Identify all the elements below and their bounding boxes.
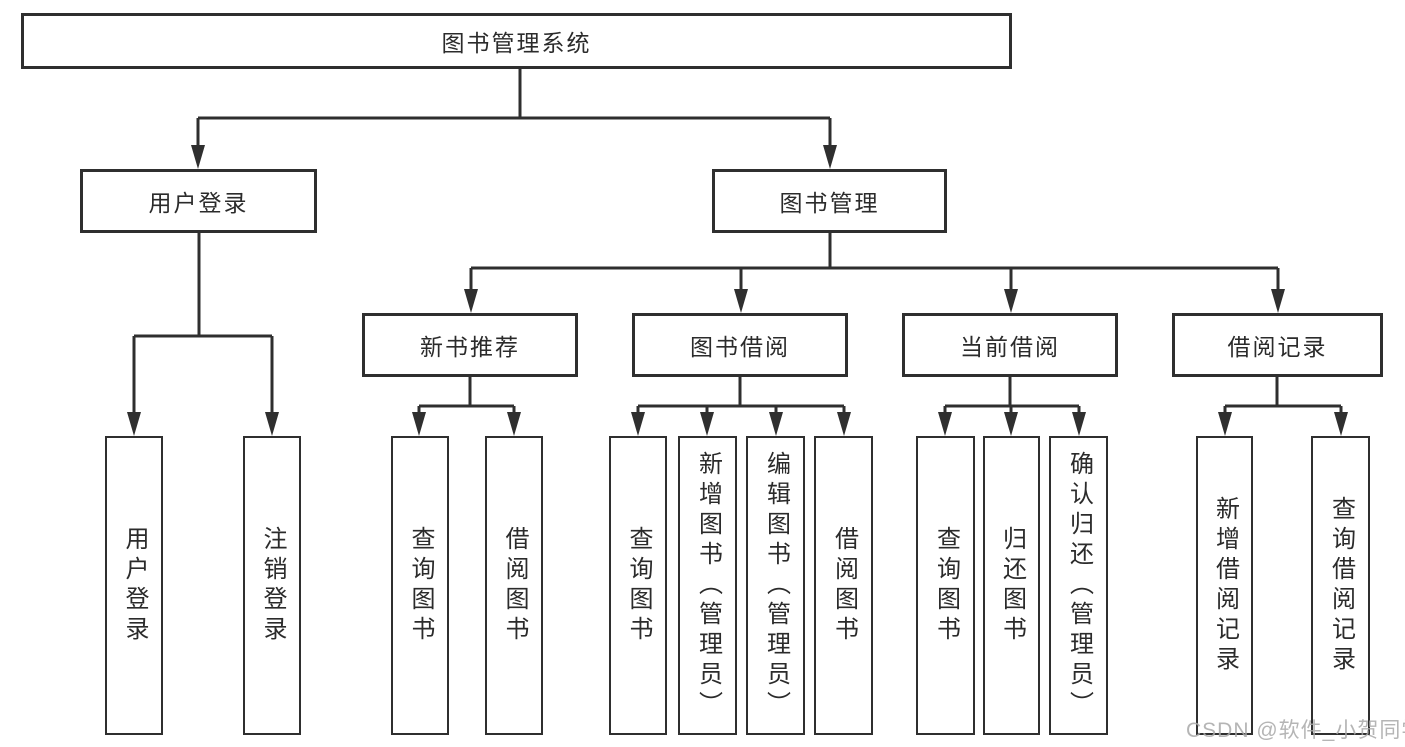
leaf-borrow-books-2: 借阅图书 (814, 436, 873, 735)
node-label: 借阅图书 (501, 525, 528, 646)
node-label: 用户登录 (121, 525, 148, 646)
node-label: 新书推荐 (420, 334, 520, 360)
node-label: 新增借阅记录 (1211, 495, 1239, 676)
leaf-query-books-1: 查询图书 (391, 436, 449, 735)
leaf-confirm-return-admin: 确认归还（管理员） (1049, 436, 1108, 735)
csdn-watermark: CSDN @软件_小贺同学 (1186, 719, 1405, 742)
node-label: 查询图书 (932, 525, 960, 646)
node-label: 借阅图书 (830, 525, 858, 646)
leaf-borrow-books-1: 借阅图书 (485, 436, 543, 735)
node-label: 新增图书（管理员） (694, 450, 722, 721)
arrowheads (127, 145, 1348, 436)
leaf-add-book-admin: 新增图书（管理员） (678, 436, 737, 735)
node-user-login-branch: 用户登录 (80, 169, 317, 233)
node-book-management-branch: 图书管理 (712, 169, 947, 233)
leaf-return-book: 归还图书 (983, 436, 1040, 735)
node-label: 图书管理 (779, 190, 880, 216)
node-new-book-recommendation: 新书推荐 (362, 313, 578, 377)
leaf-edit-book-admin: 编辑图书（管理员） (746, 436, 805, 735)
node-label: 查询图书 (625, 525, 652, 646)
leaf-logout: 注销登录 (243, 436, 301, 735)
leaf-query-books-2: 查询图书 (609, 436, 667, 735)
node-label: 归还图书 (998, 525, 1026, 646)
node-label: 注销登录 (259, 525, 286, 646)
connector-lines (132, 69, 1343, 414)
leaf-query-borrow-record: 查询借阅记录 (1311, 436, 1370, 735)
node-current-borrowing: 当前借阅 (902, 313, 1118, 377)
node-book-borrowing: 图书借阅 (632, 313, 848, 377)
node-label: 查询借阅记录 (1327, 495, 1355, 676)
node-label: 当前借阅 (960, 334, 1060, 360)
node-label: 用户登录 (148, 190, 249, 216)
node-label: 借阅记录 (1227, 334, 1328, 360)
node-label: 确认归还（管理员） (1065, 450, 1093, 721)
leaf-add-borrow-record: 新增借阅记录 (1196, 436, 1253, 735)
leaf-query-books-3: 查询图书 (916, 436, 975, 735)
node-label: 编辑图书（管理员） (762, 450, 790, 721)
node-label: 图书管理系统 (441, 30, 592, 56)
node-library-management-system: 图书管理系统 (21, 13, 1012, 69)
leaf-user-login: 用户登录 (105, 436, 163, 735)
node-label: 查询图书 (407, 525, 434, 646)
node-label: 图书借阅 (690, 334, 790, 360)
node-borrowing-records: 借阅记录 (1172, 313, 1383, 377)
